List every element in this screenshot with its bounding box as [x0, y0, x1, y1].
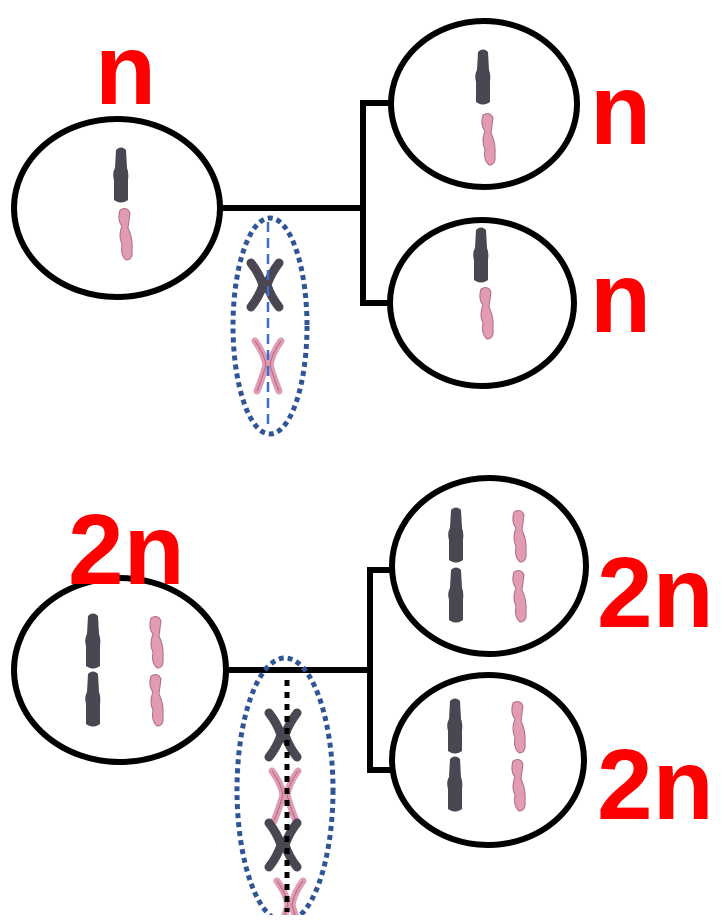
- diploid-daughter-top-label: 2n: [597, 537, 714, 649]
- haploid-daughter-cell-top: [388, 18, 580, 190]
- haploid-daughter-bottom-label: n: [590, 242, 652, 354]
- diploid-division: [11, 475, 589, 920]
- haploid-daughter-top-label: n: [590, 54, 652, 166]
- cell-circle-icon: [389, 672, 587, 848]
- diploid-daughter-cell-top: [389, 475, 589, 657]
- haploid-highlight-ellipse: [230, 215, 310, 437]
- haploid-replicated-chromosome-group: [230, 215, 310, 437]
- cell-circle-icon: [389, 475, 589, 657]
- haploid-daughter-cell-bottom: [387, 217, 577, 389]
- replicated-chromosome-icon: [269, 713, 297, 757]
- replicated-chromosome-icon: [269, 823, 297, 867]
- diploid-parent-cell: [11, 575, 229, 765]
- diploid-daughter-bottom-label: 2n: [597, 729, 714, 841]
- cell-circle-icon: [11, 575, 229, 765]
- replicated-chromosome-icon: [251, 263, 279, 307]
- diploid-connector-lines: [225, 567, 395, 773]
- cell-circle-icon: [11, 116, 223, 300]
- replicated-chromosome-icon: [277, 881, 303, 915]
- diploid-replicated-chromosome-group: [234, 655, 336, 920]
- diploid-daughter-cell-bottom: [389, 672, 587, 848]
- diploid-parent-label: 2n: [68, 494, 185, 606]
- haploid-division: [11, 18, 580, 437]
- haploid-connector-lines: [217, 100, 395, 306]
- haploid-parent-label: n: [95, 14, 157, 126]
- haploid-parent-cell: [11, 116, 223, 300]
- diploid-highlight-ellipse: [234, 655, 336, 920]
